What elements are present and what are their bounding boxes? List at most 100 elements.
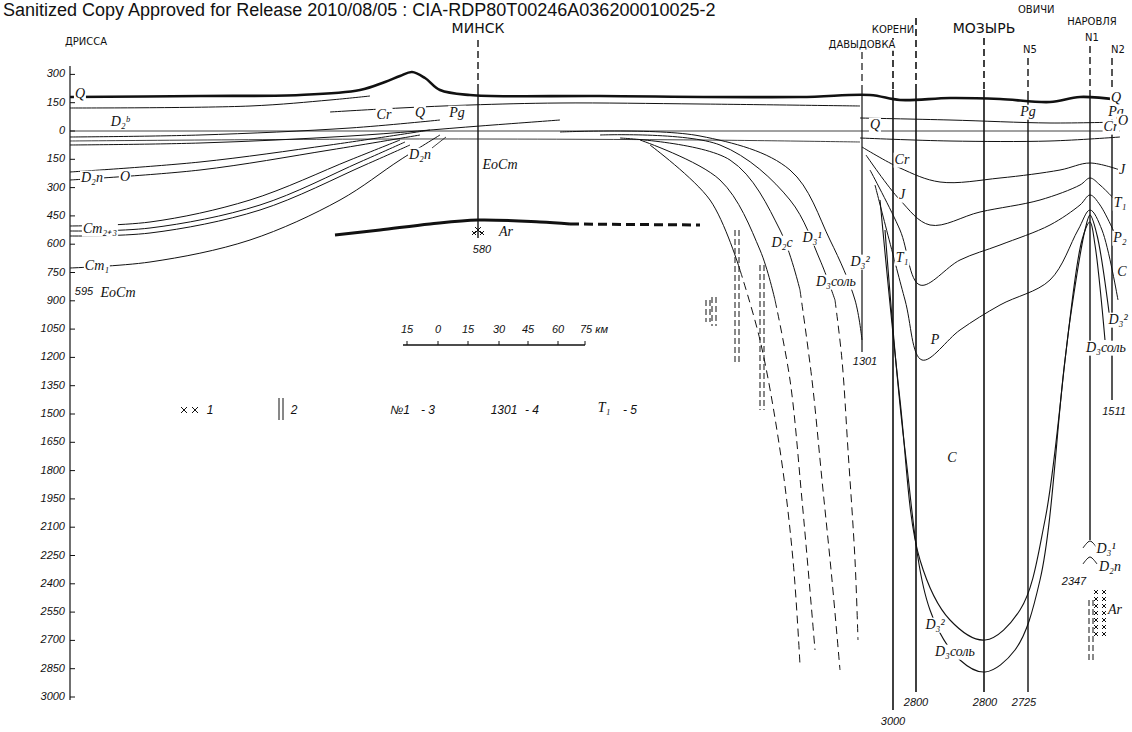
horizon-line — [650, 145, 740, 270]
basement-symbol — [1102, 625, 1106, 629]
horizon-line — [620, 138, 800, 290]
place-name: НАРОВЛЯ — [1066, 17, 1118, 28]
basement-symbol — [1094, 611, 1098, 615]
legend-sample: 1301 — [490, 404, 519, 417]
scale-label: 0 — [434, 324, 442, 336]
fault-symbol — [716, 297, 717, 326]
boreholes — [70, 18, 1112, 710]
horizon-line — [70, 96, 370, 108]
depth-tick-label: 2250 — [40, 550, 66, 562]
formation-label: Pg — [1019, 105, 1037, 120]
depth-tick-label: 300 — [46, 69, 66, 81]
axis-tick — [70, 131, 75, 132]
basement-symbol — [1102, 618, 1106, 622]
depth-tick-label: 1350 — [40, 380, 66, 392]
axis-tick — [70, 102, 75, 103]
depth-tick-label: 2550 — [40, 606, 66, 618]
borehole-line — [1027, 95, 1028, 692]
horizon-line — [800, 290, 840, 670]
horizon-line — [70, 72, 1120, 102]
legend-sample — [279, 398, 280, 420]
horizon-line — [330, 103, 860, 112]
scale-label: 75 км — [579, 324, 609, 336]
horizon-line — [740, 270, 800, 665]
scale-tick — [558, 341, 559, 345]
horizon-line — [880, 200, 1110, 640]
fault-symbol — [764, 265, 765, 410]
depth-tick-label: 1800 — [40, 465, 66, 477]
axis-tick — [70, 668, 75, 669]
fault-symbol — [712, 297, 713, 326]
place-name: N2 — [1110, 45, 1126, 56]
formation-label: D₃¹ — [801, 231, 822, 246]
depth-value: 1301 — [852, 356, 878, 368]
section-lines — [70, 72, 1120, 672]
formation-label: O — [119, 170, 131, 185]
fault-symbol — [1089, 600, 1090, 662]
horizon-line — [70, 135, 440, 268]
horizon-line — [875, 185, 1118, 360]
borehole-line — [915, 90, 917, 692]
axis-tick — [70, 329, 75, 330]
horizon-line — [775, 300, 815, 650]
borehole-line — [983, 90, 985, 692]
basement-symbol — [1102, 632, 1106, 636]
formation-label: EoCm — [482, 158, 519, 173]
scale-label: 15 — [461, 324, 475, 336]
formation-label: Cm₁ — [84, 259, 110, 274]
axis-tick — [70, 442, 75, 443]
formation-label: D₃² — [1107, 313, 1128, 328]
depth-tick-label: 1950 — [40, 493, 66, 505]
depth-tick-label: 750 — [46, 267, 66, 279]
borehole-line — [1089, 46, 1090, 95]
formation-label: T₁ — [1113, 196, 1128, 211]
borehole-line — [1111, 58, 1112, 95]
horizon-line — [870, 170, 1120, 285]
formation-label: Pg — [448, 106, 466, 121]
basement-symbol — [1094, 597, 1098, 601]
formation-label: P — [930, 333, 941, 348]
borehole-line — [1089, 95, 1090, 540]
depth-tick-label: 150 — [46, 97, 66, 109]
fault-symbol — [706, 300, 707, 322]
formation-label: Q — [1110, 91, 1122, 106]
formation-label: Cr — [894, 153, 911, 168]
depth-tick-label: 2700 — [40, 635, 66, 647]
depth-value: 2725 — [1011, 697, 1037, 709]
depth-value: 2800 — [972, 697, 998, 709]
axis-tick — [70, 697, 75, 698]
formation-label: D₃соль — [815, 275, 857, 290]
depth-value: 580 — [472, 244, 492, 256]
borehole-line — [983, 38, 985, 90]
formation-label: Q — [74, 87, 86, 102]
borehole-line — [861, 52, 862, 90]
basement-symbol — [1102, 590, 1106, 594]
legend-sample: №1 — [389, 404, 411, 417]
basement-symbol — [480, 231, 484, 235]
fault-symbol — [1093, 600, 1094, 662]
axis-tick — [70, 470, 75, 471]
fault-symbol — [760, 265, 761, 410]
place-name: КОРЕНИ — [871, 25, 915, 36]
depth-tick-label: 3000 — [40, 691, 66, 703]
axis-tick — [70, 385, 75, 386]
axis-tick — [70, 357, 75, 358]
place-name: N5 — [1022, 45, 1038, 56]
axis-tick — [70, 555, 75, 556]
horizon-line — [560, 131, 862, 340]
formation-label: D₂n — [1098, 560, 1122, 575]
depth-tick-label: 600 — [46, 238, 66, 250]
horizon-line — [860, 137, 1120, 142]
basement-symbol — [1094, 604, 1098, 608]
scale-label: 60 — [551, 324, 565, 336]
formation-label: D₃¹ — [1095, 542, 1116, 557]
formation-label: D₂ᵇ — [110, 115, 131, 130]
formation-label: D₃² — [849, 255, 870, 270]
watermark: Sanitized Copy Approved for Release 2010… — [2, 1, 717, 20]
scale-tick — [468, 341, 469, 345]
place-name: N1 — [1084, 33, 1100, 44]
formation-label: EoCm — [100, 286, 137, 301]
depth-tick-label: 150 — [46, 154, 66, 166]
horizon-line — [70, 142, 405, 231]
formation-label: D₃² — [924, 618, 945, 633]
